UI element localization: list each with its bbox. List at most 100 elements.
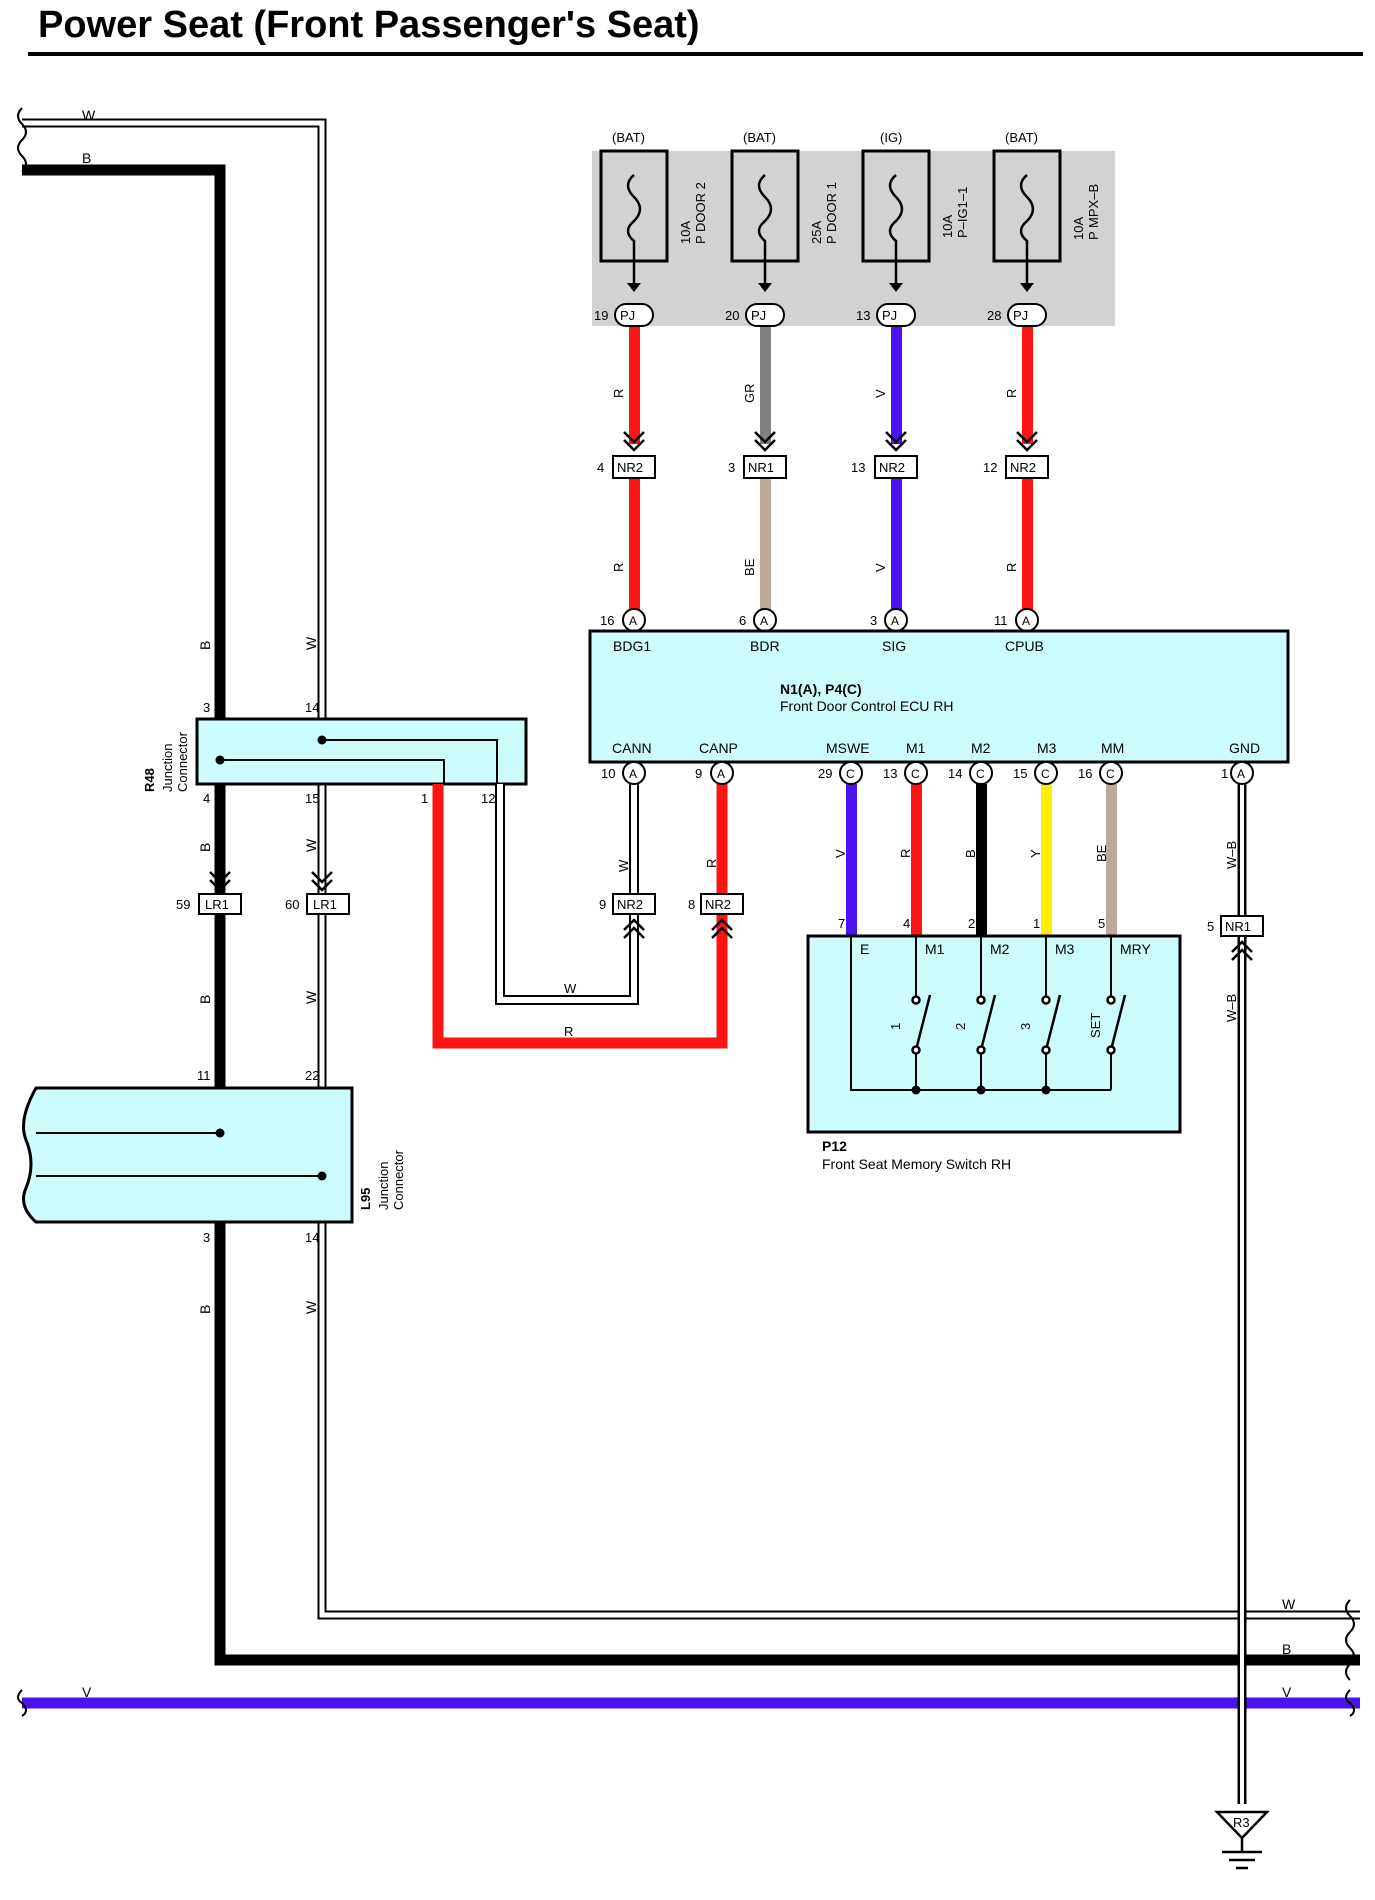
ecu-bottom-pin-m1: 13 <box>883 766 897 781</box>
nr-1-conn: NR2 <box>617 460 643 475</box>
w-label-4: W <box>303 1300 319 1314</box>
m1-wire <box>911 784 922 942</box>
nr-connectors-top <box>623 431 1038 452</box>
fuse-2-pin: 20 <box>725 308 739 323</box>
ecu-label-canp: CANP <box>699 740 738 756</box>
ecu-top-conn-3: A <box>891 614 899 628</box>
gnd-lower-color: W–B <box>1224 994 1239 1022</box>
switch-pin-5: 5 <box>1098 916 1105 931</box>
nr-box-1 <box>612 455 656 479</box>
m3-wire <box>1041 784 1052 942</box>
nr2-box-cann <box>612 893 656 915</box>
b-wire-right-label: B <box>1282 1641 1291 1657</box>
ground-icon <box>1214 1810 1270 1870</box>
switch-label-m2: M2 <box>990 941 1010 957</box>
nr-box-4 <box>1005 455 1049 479</box>
switch-num-3: 3 <box>1018 1023 1033 1030</box>
r48-pin-15: 15 <box>305 791 319 806</box>
splice-dot-icon <box>215 1128 225 1138</box>
switch-label-m1: M1 <box>925 941 945 957</box>
fuse-4-pin: 28 <box>987 308 1001 323</box>
ecu-label-m3: M3 <box>1037 740 1057 756</box>
nr-4-conn: NR2 <box>1010 460 1036 475</box>
r48-pin-14: 14 <box>305 700 319 715</box>
fuse-3-rating: 10A <box>940 215 955 238</box>
fuse-icon <box>757 174 773 288</box>
fuse-icon <box>1019 174 1035 288</box>
ecu-id: N1(A), P4(C) <box>780 681 862 697</box>
ecu-bottom-conn-canp: A <box>717 767 725 781</box>
v-wire-right-label: V <box>1282 1684 1292 1700</box>
l95-line1: Junction <box>376 1162 391 1210</box>
nr1-gnd-chevrons <box>1231 940 1253 961</box>
switch-pin-2: 2 <box>968 916 975 931</box>
b-wire-top-label: B <box>82 150 91 166</box>
ecu-top-pin-1: 16 <box>600 613 614 628</box>
ecu-top-pin-2: 6 <box>739 613 746 628</box>
ecu-bottom-pin-canp: 9 <box>695 766 702 781</box>
nr2-cann-label: NR2 <box>617 897 643 912</box>
fuse-1-rating: 10A <box>678 221 693 244</box>
ecu-bottom-pin-m2: 14 <box>948 766 962 781</box>
switch-pin-4: 4 <box>903 916 910 931</box>
nr1-gnd-label: NR1 <box>1225 919 1251 934</box>
ecu-label-bdr: BDR <box>750 638 780 654</box>
nr-2-pin: 3 <box>728 460 735 475</box>
front-seat-memory-switch <box>806 934 1182 1134</box>
mm-wire-color: BE <box>1094 844 1109 862</box>
nr2-can-chevrons <box>623 918 733 939</box>
lr1-connector-59 <box>198 871 242 915</box>
ecu-label-sig: SIG <box>882 638 906 654</box>
r48-line2: Connector <box>175 731 190 792</box>
canp-loop-label: R <box>564 1024 573 1039</box>
w-label-1: W <box>303 636 319 650</box>
m2-wire-color: B <box>963 849 978 858</box>
l95-pin-22: 22 <box>305 1068 319 1083</box>
nr-box-3 <box>874 455 918 479</box>
ecu-bottom-pin-m3: 15 <box>1013 766 1027 781</box>
upper-wire-2-color: GR <box>742 384 757 404</box>
fuse-2-name: P DOOR 1 <box>824 182 839 244</box>
gnd-upper-color: W–B <box>1224 841 1239 869</box>
l95-pin-14: 14 <box>305 1230 319 1245</box>
nr-1-pin: 4 <box>597 460 604 475</box>
lower-wire-2-color: BE <box>742 558 757 576</box>
v-wire-left-label: V <box>82 1684 92 1700</box>
l95-junction-connector <box>22 1086 354 1224</box>
ecu-bottom-pins <box>622 761 1254 785</box>
switch-icon <box>911 994 1127 1055</box>
ecu-top-pin-3: 3 <box>870 613 877 628</box>
nr-box-2 <box>743 455 787 479</box>
ecu-top-pins <box>622 608 1039 632</box>
r48-pin-4: 4 <box>203 791 210 806</box>
switch-num-set: SET <box>1088 1013 1103 1038</box>
fuse-2 <box>730 149 800 327</box>
fuse-3-name: P–IG1–1 <box>955 187 970 238</box>
wire-r-4-upper <box>1022 326 1033 444</box>
mswe-wire-color: V <box>833 849 848 858</box>
lr1-pin-59: 59 <box>176 897 190 912</box>
splice-dot-icon <box>215 755 225 765</box>
canp-wire-color: R <box>704 859 719 868</box>
fuse-4-source: (BAT) <box>1005 130 1038 145</box>
switch-label-e: E <box>860 941 869 957</box>
mm-wire <box>1106 784 1117 942</box>
upper-wire-4-color: R <box>1004 389 1019 398</box>
switch-num-1: 1 <box>888 1023 903 1030</box>
fuse-4-conn: PJ <box>1013 308 1028 323</box>
l95-pin-11: 11 <box>197 1068 211 1083</box>
ecu-bottom-conn-m3: C <box>1041 767 1050 781</box>
fuse-4 <box>992 149 1062 327</box>
nr2-cann-pin: 9 <box>599 897 606 912</box>
fuse-3-source: (IG) <box>880 130 902 145</box>
switch-id: P12 <box>822 1138 847 1154</box>
lower-wire-4-color: R <box>1004 563 1019 572</box>
fuse-1-pin: 19 <box>594 308 608 323</box>
b-label-1: B <box>197 641 213 650</box>
w-label-2: W <box>303 838 319 852</box>
ecu-bottom-conn-cann: A <box>629 767 637 781</box>
wire-r-1-upper <box>629 326 640 444</box>
ecu-bottom-pin-cann: 10 <box>601 766 615 781</box>
nr1-gnd-pin: 5 <box>1207 919 1214 934</box>
